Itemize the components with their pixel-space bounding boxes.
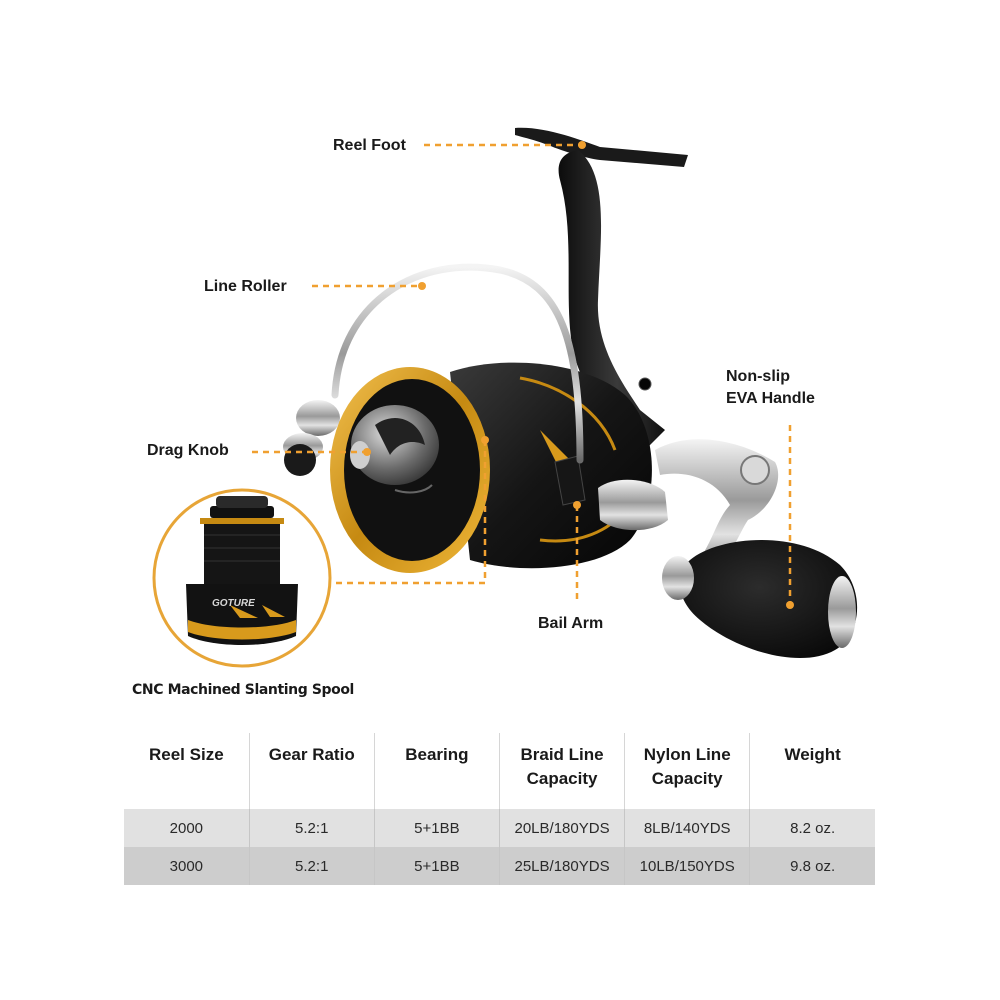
spool-front [330,367,490,573]
callout-handle-line1: Non-slip [726,368,790,385]
table-cell: 8.2 oz. [749,809,875,847]
callout-handle-line2: EVA Handle [726,389,815,407]
spec-header-row: Reel Size Gear Ratio Bearing Braid Line … [124,733,875,809]
callout-reel-foot: Reel Foot [333,137,406,154]
handle-arm [655,439,779,575]
table-cell: 25LB/180YDS [499,847,626,885]
callout-leaders [252,143,792,605]
callout-line-roller: Line Roller [204,278,287,295]
spool-caption: CNC Machined Slanting Spool [132,682,354,698]
reel-illustration: GOTURE [152,127,858,668]
eva-handle-knob [662,540,858,659]
spec-header-weight: Weight [749,733,875,809]
table-cell: 5+1BB [374,809,500,847]
spec-header-reel-size: Reel Size [124,733,250,809]
table-cell: 5+1BB [374,847,500,885]
table-cell: 5.2:1 [249,847,375,885]
table-cell: 8LB/140YDS [624,809,751,847]
spec-header-braid-capacity: Braid Line Capacity [499,733,626,809]
bail-wire [331,263,584,464]
spec-header-bearing: Bearing [374,733,500,809]
spool-brand-mark: GOTURE [212,598,255,609]
spool-detail-inset: GOTURE [152,488,332,668]
table-cell: 20LB/180YDS [499,809,626,847]
callout-dots [363,141,794,609]
bail-arm-part [554,455,668,531]
spec-header-nylon-capacity: Nylon Line Capacity [624,733,751,809]
table-cell: 10LB/150YDS [624,847,751,885]
table-cell: 2000 [124,809,250,847]
spec-table: Reel Size Gear Ratio Bearing Braid Line … [124,733,875,885]
callout-bail-arm: Bail Arm [538,615,604,632]
table-row: 2000 5.2:1 5+1BB 20LB/180YDS 8LB/140YDS … [124,809,875,847]
spec-header-gear-ratio: Gear Ratio [249,733,375,809]
table-row: 3000 5.2:1 5+1BB 25LB/180YDS 10LB/150YDS… [124,847,875,885]
table-cell: 9.8 oz. [749,847,875,885]
callout-drag-knob: Drag Knob [147,442,229,459]
table-cell: 5.2:1 [249,809,375,847]
table-cell: 3000 [124,847,250,885]
callout-handle: Non-slip EVA Handle [726,366,815,409]
